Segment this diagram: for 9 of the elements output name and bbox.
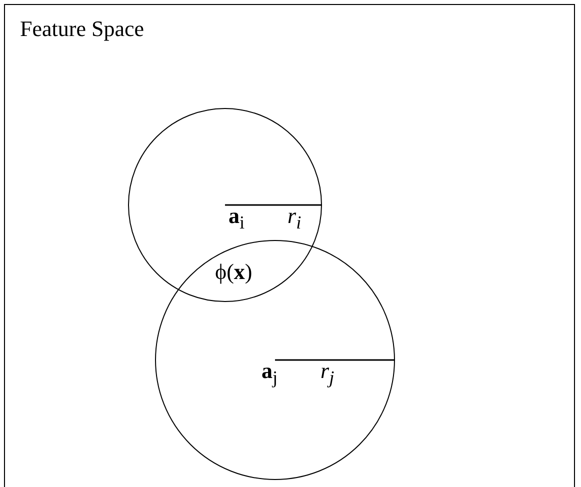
center-label: a$_{j}$ <box>262 358 278 389</box>
point-label: ϕ(x) <box>215 260 252 284</box>
center-label: a$_{i}$ <box>228 204 245 234</box>
title: Feature Space <box>20 17 144 41</box>
circle <box>154 240 394 480</box>
radius-label: r$_{i}$ <box>288 204 302 234</box>
panel-frame <box>4 4 575 487</box>
radius-label: r$_{j}$ <box>320 358 334 389</box>
circle <box>128 108 322 302</box>
